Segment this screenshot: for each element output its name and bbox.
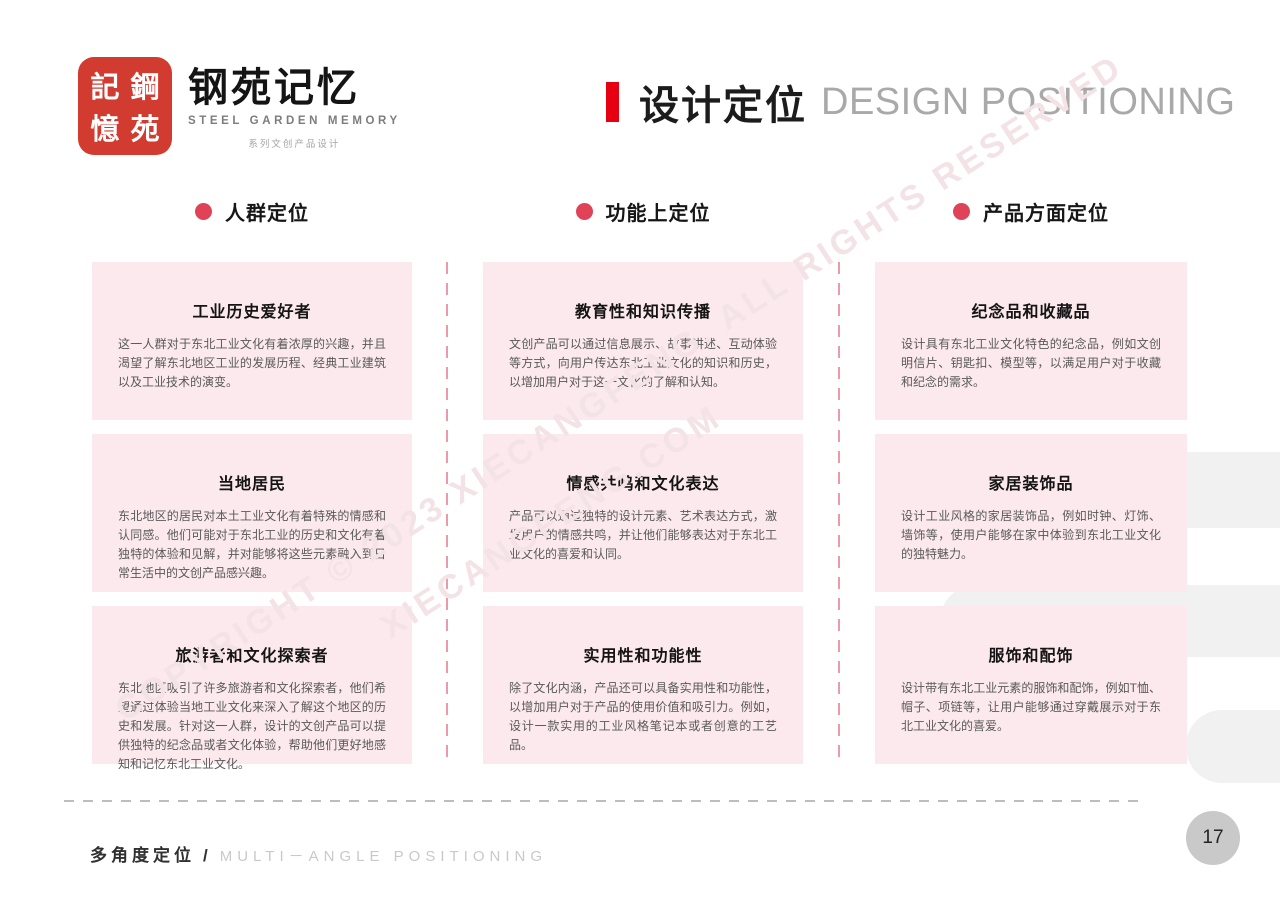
dashed-column-divider [446,262,448,764]
dashed-footer-divider [64,800,1141,802]
footer-label-en: MULTI－ANGLE POSITIONING [219,848,547,865]
brand-name-en: STEEL GARDEN MEMORY [188,115,401,127]
brand-subtitle: 系列文创产品设计 [248,139,341,150]
seal-character: 鋼 [130,70,160,104]
decorative-rounded-band-bottom [1186,710,1280,783]
page-title-en: DESIGN POSITIONING [821,80,1236,123]
card-title: 情感共鸣和文化表达 [566,476,720,493]
info-card: 实用性和功能性 除了文化内涵，产品还可以具备实用性和功能性，以增加用户对于产品的… [483,606,803,764]
card-title: 当地居民 [217,476,286,493]
card-title: 教育性和知识传播 [574,304,711,321]
card-body: 除了文化内涵，产品还可以具备实用性和功能性，以增加用户对于产品的使用价值和吸引力… [509,681,777,752]
footer-separator: / [203,846,208,865]
card-title: 服饰和配饰 [988,648,1074,665]
card-title: 实用性和功能性 [583,648,703,665]
page-title-zh: 设计定位 [639,84,807,128]
page-title: 设计定位 DESIGN POSITIONING [606,80,1236,128]
info-card: 旅游者和文化探索者 东北地区吸引了许多旅游者和文化探索者，他们希望通过体验当地工… [92,606,412,771]
column-heading-label: 功能上定位 [605,202,711,225]
column-heading-product: 产品方面定位 [875,197,1187,225]
card-title: 家居装饰品 [988,476,1074,493]
footer-label-zh: 多角度定位 [90,846,195,865]
card-body: 产品可以通过独特的设计元素、艺术表达方式，激发用户的情感共鸣，并让他们能够表达对… [509,509,777,561]
column-heading-label: 产品方面定位 [983,202,1109,225]
card-body: 文创产品可以通过信息展示、故事讲述、互动体验等方式，向用户传达东北工业文化的知识… [509,337,777,389]
brand-block: 钢苑记忆 STEEL GARDEN MEMORY 系列文创产品设计 [188,64,401,151]
column-heading-label: 人群定位 [225,202,309,225]
title-accent-bar-icon [606,82,619,122]
dashed-column-divider [838,262,840,764]
info-card: 教育性和知识传播 文创产品可以通过信息展示、故事讲述、互动体验等方式，向用户传达… [483,262,803,420]
info-card: 情感共鸣和文化表达 产品可以通过独特的设计元素、艺术表达方式，激发用户的情感共鸣… [483,434,803,592]
info-card: 当地居民 东北地区的居民对本土工业文化有着特殊的情感和认同感。他们可能对于东北工… [92,434,412,592]
card-body: 东北地区吸引了许多旅游者和文化探索者，他们希望通过体验当地工业文化来深入了解这个… [118,681,386,771]
card-title: 工业历史爱好者 [192,304,312,321]
page-number: 17 [1202,827,1224,848]
card-body: 设计带有东北工业元素的服饰和配饰，例如T恤、帽子、项链等，让用户能够通过穿戴展示… [901,681,1161,733]
bullet-dot-icon [953,202,970,220]
seal-character: 記 [90,70,120,104]
info-card: 纪念品和收藏品 设计具有东北工业文化特色的纪念品，例如文创明信片、钥匙扣、模型等… [875,262,1187,420]
info-card: 工业历史爱好者 这一人群对于东北工业文化有着浓厚的兴趣，并且渴望了解东北地区工业… [92,262,412,420]
column-heading-audience: 人群定位 [92,197,412,225]
brand-seal-stamp-icon: 記 鋼 憶 苑 [78,57,172,155]
card-title: 旅游者和文化探索者 [175,648,329,665]
card-body: 设计工业风格的家居装饰品，例如时钟、灯饰、墙饰等，使用户能够在家中体验到东北工业… [901,509,1161,561]
footer-caption: 多角度定位 / MULTI－ANGLE POSITIONING [90,841,547,866]
seal-character: 苑 [130,112,160,146]
brand-name-zh: 钢苑记忆 [188,64,360,111]
card-body: 这一人群对于东北工业文化有着浓厚的兴趣，并且渴望了解东北地区工业的发展历程、经典… [118,337,386,389]
card-body: 东北地区的居民对本土工业文化有着特殊的情感和认同感。他们可能对于东北工业的历史和… [118,509,386,580]
info-card: 服饰和配饰 设计带有东北工业元素的服饰和配饰，例如T恤、帽子、项链等，让用户能够… [875,606,1187,764]
info-card: 家居装饰品 设计工业风格的家居装饰品，例如时钟、灯饰、墙饰等，使用户能够在家中体… [875,434,1187,592]
page-number-badge: 17 [1186,811,1240,865]
bullet-dot-icon [195,202,212,220]
card-title: 纪念品和收藏品 [971,304,1091,321]
card-body: 设计具有东北工业文化特色的纪念品，例如文创明信片、钥匙扣、模型等，以满足用户对于… [901,337,1161,389]
seal-character: 憶 [90,112,120,146]
column-heading-function: 功能上定位 [483,197,803,225]
bullet-dot-icon [575,202,593,220]
